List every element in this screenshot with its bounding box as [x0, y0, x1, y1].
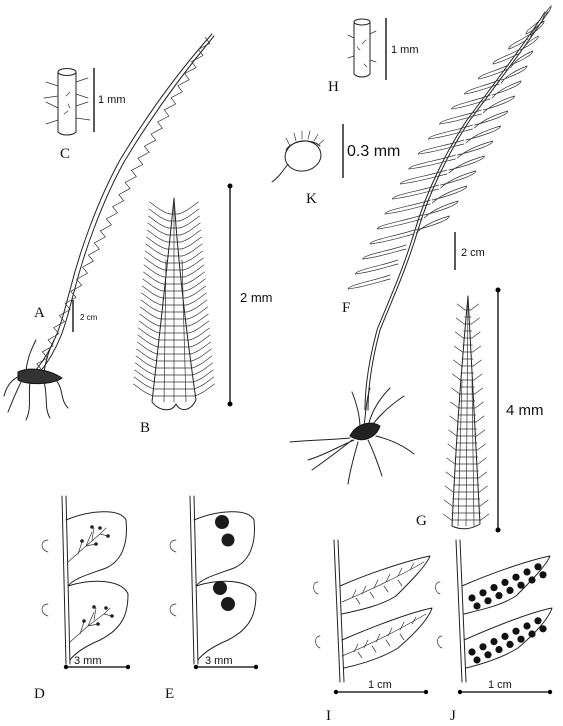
panel-b-drawing	[133, 197, 215, 411]
panel-a-letter: A	[34, 305, 45, 321]
panel-h-letter: H	[328, 79, 339, 95]
panel-c-letter: C	[60, 146, 70, 162]
panel-b-scale-bar: 2 mm	[227, 183, 273, 407]
panel-a-scale-label: 2 cm	[80, 313, 98, 322]
panel-b-cells	[153, 199, 195, 403]
panel-j-drawing	[435, 539, 553, 683]
panel-c-scale-label: 1 mm	[98, 94, 126, 106]
panel-i-scale-label: 1 cm	[368, 679, 392, 691]
panel-k-scale-bar: 0.3 mm	[342, 124, 400, 178]
panel-k-drawing	[271, 130, 325, 183]
panel-b-hairs	[133, 201, 215, 397]
panel-f-rhizome	[289, 387, 415, 485]
panel-k-letter: K	[306, 191, 317, 207]
panel-a-scale-bar: 2 cm	[72, 300, 98, 332]
panel-j-scale-label: 1 cm	[488, 679, 512, 691]
panel-i-scale-bar: 1 cm	[333, 679, 429, 695]
panel-a-frond-margin	[36, 37, 211, 371]
panel-g-scale-bar: 4 mm	[495, 287, 544, 533]
panel-g-scale-label: 4 mm	[506, 402, 544, 419]
panel-b-letter: B	[140, 420, 150, 436]
panel-f-scale-label: 2 cm	[461, 247, 485, 259]
panel-i-drawing	[313, 539, 433, 683]
panel-j-sori	[468, 563, 547, 664]
panel-g-drawing	[442, 295, 490, 530]
panel-e-letter: E	[165, 686, 174, 702]
panel-d-scale-bar: 3 mm	[63, 655, 131, 670]
panel-f-pinnae	[347, 5, 552, 290]
panel-h-scale-bar: 1 mm	[385, 18, 419, 80]
panel-a-rhizome	[3, 339, 69, 421]
panel-i-letter: I	[326, 708, 331, 724]
panel-d-drawing	[41, 495, 129, 665]
panel-e-sori	[213, 515, 235, 611]
panel-b-scale-label: 2 mm	[240, 290, 273, 305]
panel-j-scale-bar: 1 cm	[457, 679, 553, 695]
panel-c-scale-bar: 1 mm	[93, 68, 126, 132]
panel-d-scale-label: 3 mm	[74, 655, 102, 667]
panel-f-letter: F	[342, 300, 350, 316]
panel-j-letter: J	[450, 708, 456, 724]
panel-c-drawing	[43, 68, 91, 136]
panel-e-scale-label: 3 mm	[205, 655, 233, 667]
panel-f-scale-bar: 2 cm	[454, 232, 485, 270]
panel-g-letter: G	[416, 513, 427, 529]
panel-a-drawing	[3, 33, 215, 421]
panel-g-cells	[450, 299, 482, 527]
panel-f-drawing	[289, 5, 552, 485]
panel-h-scale-label: 1 mm	[391, 44, 419, 56]
panel-e-scale-bar: 3 mm	[193, 655, 259, 670]
panel-h-drawing	[347, 18, 377, 78]
panel-g-hairs	[442, 303, 490, 521]
panel-k-scale-label: 0.3 mm	[347, 143, 400, 160]
panel-d-letter: D	[34, 686, 45, 702]
panel-e-drawing	[169, 495, 257, 665]
